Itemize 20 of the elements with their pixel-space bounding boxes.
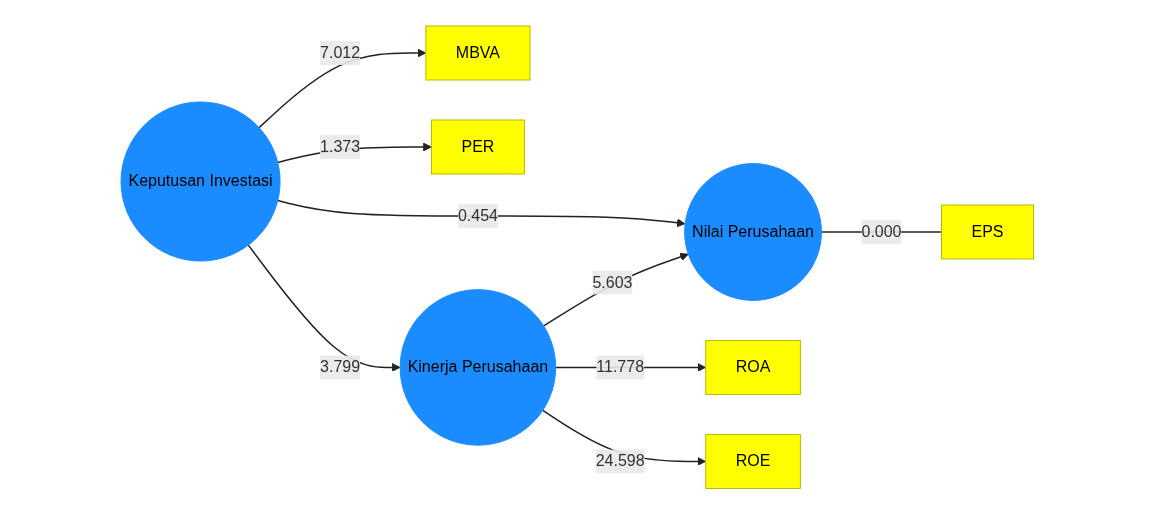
edge-label: 3.799 [319,358,360,376]
arrow [247,244,401,372]
node-circle: Keputusan Investasi [120,101,281,262]
edge-label: 0.454 [457,206,498,224]
arrow [542,252,689,327]
node-box: ROE [704,433,801,489]
edge-label: 1.373 [319,137,360,155]
node-circle: Kinerja Perusahaan [399,288,556,446]
node-box: PER [430,119,525,175]
edge-label: 0.000 [861,222,902,240]
edge-label: 11.778 [596,358,644,376]
node-box: ROA [704,339,801,395]
edge-label: 7.012 [319,43,360,61]
node-box: MBVA [425,25,531,81]
edge-label: 24.598 [595,452,645,470]
node-circle: Nilai Perusahaan [683,162,822,301]
arrow [276,199,686,227]
arrow [258,48,426,129]
edge-label: 5.603 [592,273,633,291]
node-box: EPS [940,204,1034,260]
